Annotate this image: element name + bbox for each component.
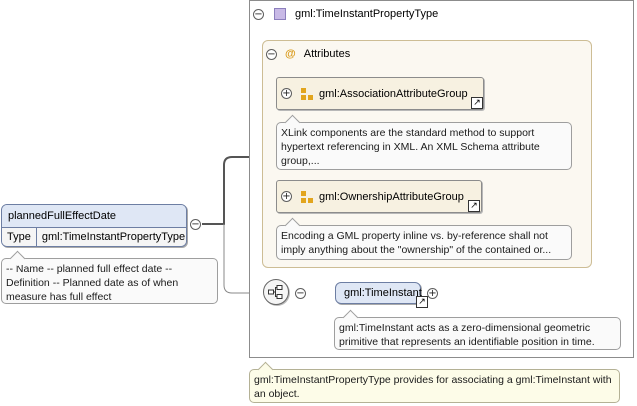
element-type-row: Type gml:TimeInstantPropertyType — [2, 227, 186, 246]
attribute-group-icon — [301, 87, 313, 100]
attributes-label: Attributes — [303, 48, 351, 60]
attribute-group-icon — [301, 190, 313, 203]
complex-type-icon — [274, 8, 286, 20]
ownership-group-note: Encoding a GML property inline vs. by-re… — [276, 217, 572, 260]
association-group-note: XLink components are the standard method… — [276, 114, 572, 170]
link-arrow-icon[interactable]: ↗ — [416, 296, 428, 308]
collapse-attributes-icon[interactable]: − — [266, 48, 277, 60]
element-name: gml:TimeInstant — [344, 287, 422, 299]
group-name: gml:OwnershipAttributeGroup — [319, 190, 464, 203]
note-text: -- Name -- planned full effect date -- D… — [6, 263, 179, 303]
expand-element-icon[interactable]: + — [427, 288, 438, 299]
link-arrow-icon[interactable]: ↗ — [468, 200, 480, 212]
complex-type-title: gml:TimeInstantPropertyType — [295, 8, 439, 20]
type-label: Type — [2, 228, 37, 246]
time-instant-note: gml:TimeInstant acts as a zero-dimension… — [334, 309, 621, 350]
planned-full-effect-date-element[interactable]: plannedFullEffectDate Type gml:TimeInsta… — [1, 204, 187, 247]
type-value: gml:TimeInstantPropertyType — [41, 231, 186, 243]
link-arrow-icon[interactable]: ↗ — [471, 97, 483, 109]
expand-group-icon[interactable]: + — [281, 191, 292, 202]
association-attribute-group[interactable]: + gml:AssociationAttributeGroup — [276, 77, 484, 110]
complex-type-header: − gml:TimeInstantPropertyType — [250, 1, 633, 27]
group-name: gml:AssociationAttributeGroup — [319, 87, 468, 100]
note-text: gml:TimeInstantPropertyType provides for… — [254, 374, 612, 400]
note-text: Encoding a GML property inline vs. by-re… — [281, 230, 552, 256]
element-name: plannedFullEffectDate — [2, 205, 186, 227]
type-annotation-note: gml:TimeInstantPropertyType provides for… — [249, 361, 620, 403]
note-text: XLink components are the standard method… — [281, 127, 540, 167]
collapse-sequence-icon[interactable]: − — [295, 288, 306, 299]
sequence-glyph-icon — [268, 285, 283, 299]
element-annotation-note: -- Name -- planned full effect date -- D… — [1, 250, 218, 304]
attributes-header: − @ Attributes — [263, 41, 591, 67]
at-sign-icon: @ — [285, 48, 296, 60]
ownership-attribute-group[interactable]: + gml:OwnershipAttributeGroup — [276, 180, 482, 213]
collapse-element-icon[interactable]: − — [190, 219, 201, 230]
expand-group-icon[interactable]: + — [281, 88, 292, 99]
note-text: gml:TimeInstant acts as a zero-dimension… — [339, 322, 595, 348]
time-instant-element[interactable]: gml:TimeInstant — [335, 282, 422, 304]
sequence-icon[interactable] — [263, 279, 289, 305]
collapse-type-icon[interactable]: − — [253, 8, 264, 20]
